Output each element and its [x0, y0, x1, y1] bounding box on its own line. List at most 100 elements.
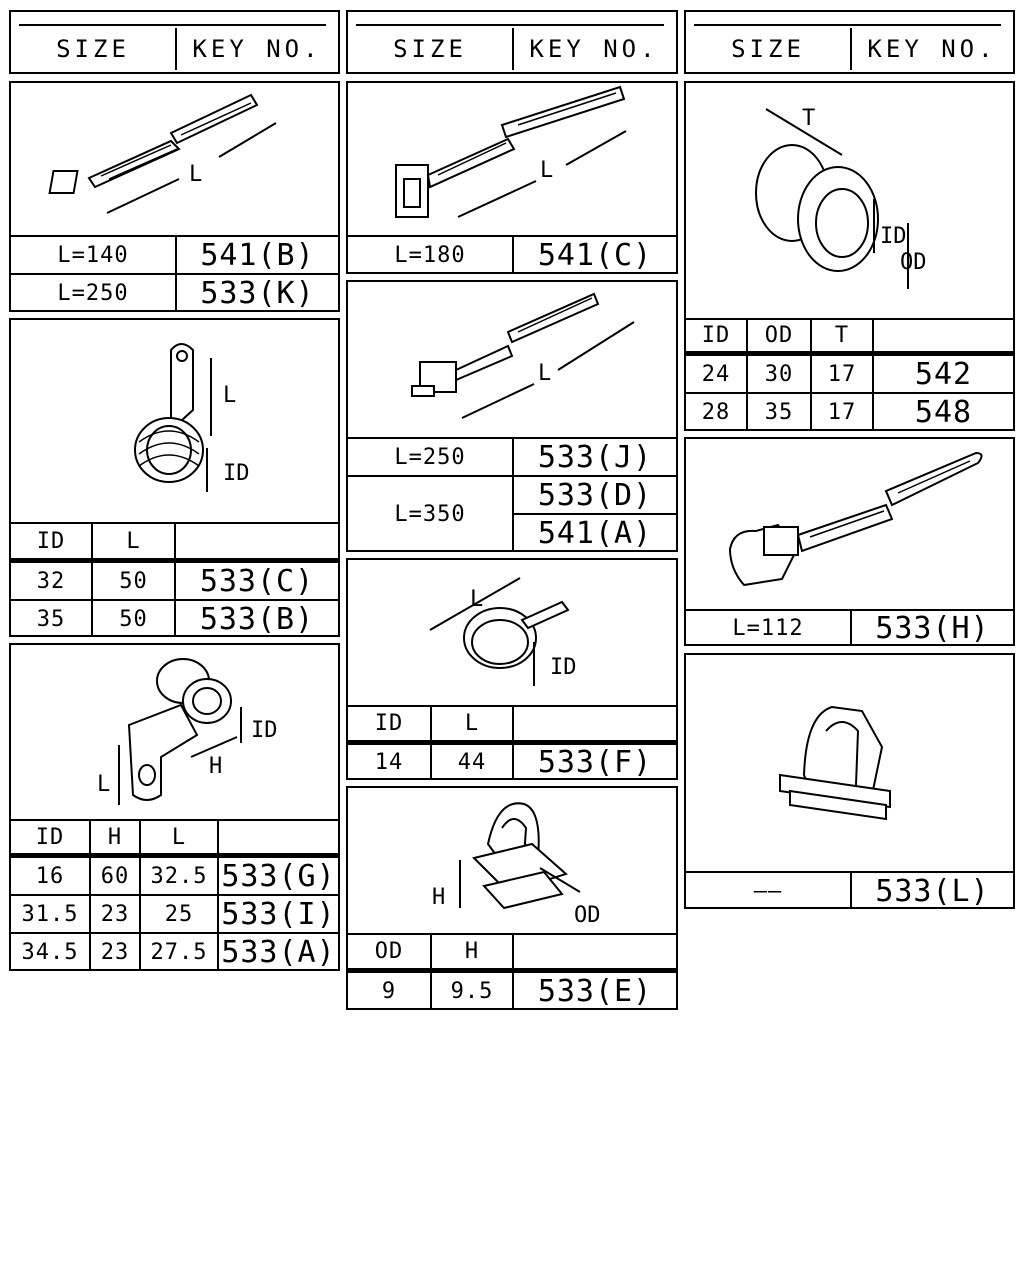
key-cell: 533(K) [200, 275, 315, 311]
t-cell: 17 [827, 399, 857, 425]
size-header: SIZE [731, 35, 805, 63]
key-cell: 533(C) [199, 563, 315, 599]
dim-id-label: ID [880, 224, 907, 249]
dim-l-label: L [97, 772, 110, 797]
id-cell: 34.5 [21, 939, 79, 965]
id-cell: 16 [35, 863, 65, 889]
part-cable-tie-long: L L=250 533(J) L=350 533(D) 541(A) [346, 280, 678, 552]
dim-od-label: OD [574, 903, 601, 928]
band-clip-illustration: L ID [429, 577, 577, 686]
part-grommet: T ID OD ID OD T 24 30 17 542 28 35 17 54… [684, 81, 1015, 431]
od-cell: 30 [764, 361, 794, 387]
cable-tie-illustration: L [48, 93, 277, 214]
key-cell: 533(A) [221, 934, 336, 970]
col-header: L [171, 824, 187, 850]
dim-h-label: H [432, 885, 445, 910]
l-cell: 50 [119, 606, 148, 632]
dim-id-label: ID [550, 655, 577, 680]
col-header: H [464, 939, 480, 964]
dim-l-label: L [540, 158, 553, 183]
part-ring-clip: L ID ID L 32 50 533(C) 35 50 533(B) [9, 318, 340, 637]
col-header: OD [374, 939, 404, 964]
cable-tie-illustration: L [411, 292, 635, 419]
id-cell: 24 [701, 361, 731, 387]
od-cell: 9 [381, 978, 397, 1004]
key-cell: 533(G) [221, 858, 336, 894]
key-no-header: KEY NO. [867, 35, 997, 63]
l-cell: 50 [119, 568, 148, 594]
size-header: SIZE [393, 35, 467, 63]
dim-l-label: L [189, 162, 202, 187]
dim-od-label: OD [900, 250, 927, 275]
l-cell: 25 [164, 901, 194, 927]
key-cell: 533(I) [221, 896, 336, 932]
tie-mount-illustration [728, 451, 983, 587]
size-cell: L=112 [732, 616, 804, 641]
key-cell: 533(E) [537, 973, 653, 1009]
size-cell: L=350 [394, 501, 466, 527]
col-header: L [464, 711, 480, 736]
cable-tie-illustration: L [395, 85, 627, 218]
dim-l-label: L [538, 361, 551, 386]
h-cell: 9.5 [450, 978, 494, 1004]
grommet-illustration: T ID OD [755, 106, 927, 289]
od-cell: 35 [764, 399, 794, 425]
ring-clip-illustration: L ID [134, 343, 250, 492]
key-cell: 533(H) [875, 611, 990, 646]
key-no-header: KEY NO. [529, 35, 659, 63]
part-push-clip: H OD OD H 9 9.5 533(E) [346, 786, 678, 1010]
key-cell: 533(D) [537, 477, 653, 513]
size-header: SIZE [56, 35, 130, 63]
part-double-clip: L H ID ID H L 16 60 32.5 533(G) 31.5 23 … [9, 643, 340, 971]
id-cell: 35 [36, 606, 66, 632]
size-cell: —— [753, 878, 783, 904]
key-cell: 533(L) [875, 873, 990, 909]
col-header: ID [36, 528, 66, 554]
l-cell: 44 [457, 750, 487, 775]
dim-h-label: H [209, 754, 222, 779]
dim-t-label: T [802, 106, 815, 131]
l-cell: 32.5 [150, 863, 208, 889]
key-no-header: KEY NO. [192, 35, 322, 63]
size-cell: L=250 [57, 280, 129, 306]
key-cell: 541(B) [200, 237, 315, 273]
key-cell: 541(A) [537, 515, 653, 551]
edge-clip-illustration [779, 705, 891, 821]
key-cell: 542 [914, 356, 973, 392]
col-header: ID [374, 711, 404, 736]
size-cell: L=140 [57, 242, 129, 268]
col-header: H [107, 824, 123, 850]
h-cell: 23 [100, 901, 130, 927]
col-header: OD [764, 323, 794, 348]
id-cell: 14 [374, 750, 404, 775]
dim-l-label: L [223, 383, 236, 408]
id-cell: 32 [36, 568, 66, 594]
part-tie-mount: L=112 533(H) [684, 437, 1015, 646]
push-clip-illustration: H OD [432, 802, 601, 928]
dim-id-label: ID [223, 461, 250, 486]
key-cell: 548 [914, 394, 973, 430]
header-col2: SIZE KEY NO. [346, 10, 678, 74]
key-cell: 533(B) [199, 601, 315, 637]
part-band-clip: L ID ID L 14 44 533(F) [346, 558, 678, 780]
t-cell: 17 [827, 361, 857, 387]
dim-id-label: ID [251, 718, 278, 743]
size-cell: L=250 [394, 444, 466, 470]
part-edge-clip: —— 533(L) [684, 653, 1015, 909]
col-header: ID [35, 824, 65, 850]
size-cell: L=180 [394, 242, 466, 268]
key-cell: 541(C) [537, 237, 653, 273]
col-header: ID [701, 323, 731, 348]
col-header: T [834, 323, 850, 348]
h-cell: 60 [100, 863, 130, 889]
id-cell: 31.5 [21, 901, 79, 927]
dim-l-label: L [470, 587, 483, 612]
col-header: L [126, 528, 141, 554]
h-cell: 23 [100, 939, 130, 965]
header-col1: SIZE KEY NO. [9, 10, 340, 74]
l-cell: 27.5 [150, 939, 208, 965]
header-col3: SIZE KEY NO. [684, 10, 1015, 74]
part-cable-tie-541c: L L=180 541(C) [346, 81, 678, 274]
id-cell: 28 [701, 399, 731, 425]
key-cell: 533(F) [537, 745, 653, 780]
